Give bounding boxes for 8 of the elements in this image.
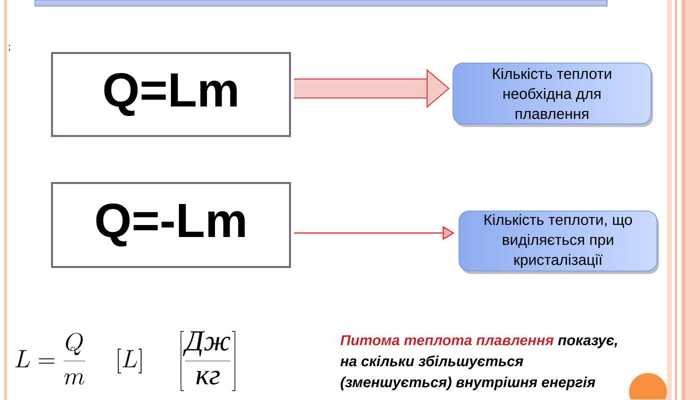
- banner-box: [34, 0, 608, 6]
- definition-text: Питома теплота плавлення показує, на скільки збільшується (зменшується) внутрішня енергія: [340, 335, 618, 390]
- info-box: Кількість теплоти, що виділяється при кристалізації: [458, 210, 659, 274]
- formula-box: Q=Lm: [51, 52, 291, 137]
- formula: $L=\frac{Q}{m}\quad [L]\quad \left[\frac{\mbox{\textit{Дж}}}{\mbox{\textit{кг}}}\right]$: [15, 331, 236, 391]
- semicolon: ;: [9, 45, 10, 51]
- formula-box: Q=-Lm: [51, 182, 291, 268]
- info-box: Кількість теплоти необхідна для плавлення: [452, 62, 653, 127]
